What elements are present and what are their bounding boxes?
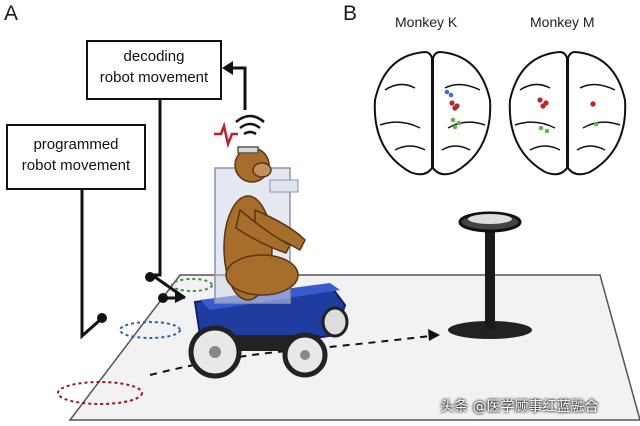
connector-node — [145, 272, 155, 282]
robot-path — [149, 335, 431, 376]
brain-monkey-k — [373, 50, 492, 176]
monkey — [223, 146, 306, 301]
brain-title-k: Monkey K — [395, 14, 458, 30]
programmed-connector — [80, 190, 101, 340]
uplink-connector — [230, 66, 247, 110]
programmed-line-2: robot movement — [21, 157, 131, 174]
arrow-icon — [175, 293, 185, 303]
zone-blue — [119, 321, 181, 339]
brain-monkey-m — [508, 50, 627, 176]
brain-title-m: Monkey M — [530, 14, 595, 30]
arrow-icon — [428, 329, 440, 341]
programmed-line-1: programmed — [33, 136, 119, 153]
arrow-icon — [222, 61, 233, 75]
programmed-box: programmed robot movement — [6, 124, 146, 190]
start-zone-red — [57, 381, 143, 405]
neural-spike-icon — [214, 121, 238, 149]
electrodes-monkey-k — [444, 89, 462, 130]
zone-green — [171, 278, 213, 292]
watermark: 头条 @医学顾事红蓝融合 — [440, 399, 599, 415]
wifi-signal-icon — [235, 114, 265, 136]
electrodes-monkey-m — [537, 97, 599, 134]
panel-label-a: A — [4, 2, 19, 25]
connector-node — [97, 313, 107, 323]
decoding-box: decoding robot movement — [86, 40, 222, 100]
panel-label-b: B — [343, 2, 358, 25]
feeder-station — [448, 211, 532, 339]
decoding-line-1: decoding — [123, 48, 185, 65]
decoding-line-2: robot movement — [99, 69, 209, 86]
decoding-connector — [147, 100, 186, 300]
